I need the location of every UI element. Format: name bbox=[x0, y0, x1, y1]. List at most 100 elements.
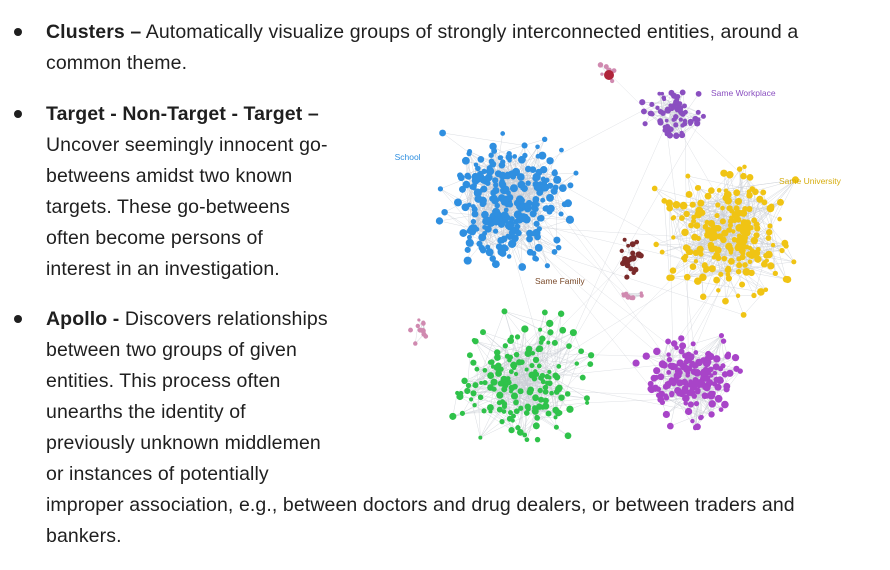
graph-edge bbox=[744, 179, 796, 224]
graph-node bbox=[624, 274, 630, 280]
graph-node bbox=[708, 187, 715, 194]
graph-edge bbox=[711, 373, 731, 415]
graph-node bbox=[472, 382, 479, 389]
graph-node bbox=[457, 174, 465, 182]
graph-node bbox=[545, 380, 550, 386]
graph-edge bbox=[444, 212, 470, 232]
graph-node bbox=[720, 236, 727, 244]
graph-node bbox=[493, 363, 501, 372]
apollo-line: or instances of potentially bbox=[46, 463, 269, 485]
graph-node bbox=[634, 239, 640, 245]
graph-node bbox=[682, 118, 688, 123]
graph-node bbox=[510, 361, 518, 369]
graph-node bbox=[585, 400, 590, 405]
graph-node bbox=[421, 320, 425, 324]
graph-node bbox=[776, 198, 784, 206]
graph-node bbox=[744, 227, 751, 234]
graph-node bbox=[673, 99, 680, 106]
graph-node bbox=[532, 422, 540, 430]
graph-node bbox=[474, 195, 483, 203]
graph-node bbox=[492, 177, 499, 184]
graph-node bbox=[629, 241, 636, 248]
graph-edge bbox=[558, 330, 563, 367]
graph-node bbox=[678, 117, 683, 122]
graph-node bbox=[735, 209, 743, 217]
graph-node bbox=[559, 326, 567, 334]
graph-node bbox=[688, 222, 695, 229]
graph-edge bbox=[503, 382, 535, 408]
graph-node bbox=[677, 388, 682, 393]
graph-edge bbox=[710, 335, 722, 370]
graph-node bbox=[547, 329, 554, 336]
graph-node bbox=[671, 117, 676, 122]
graph-node bbox=[502, 188, 508, 195]
graph-node bbox=[757, 288, 765, 296]
graph-node bbox=[657, 396, 665, 403]
graph-edges bbox=[415, 64, 796, 440]
graph-node bbox=[487, 372, 495, 380]
graph-edge bbox=[511, 218, 729, 270]
graph-node bbox=[507, 410, 514, 416]
graph-node bbox=[500, 131, 506, 136]
graph-edge bbox=[673, 217, 687, 248]
apollo-line: improper association, e.g., between doct… bbox=[46, 494, 795, 516]
graph-node bbox=[513, 399, 519, 406]
graph-node bbox=[683, 365, 690, 373]
graph-node bbox=[693, 222, 701, 229]
graph-node bbox=[540, 166, 548, 174]
graph-node bbox=[495, 243, 503, 251]
apollo-title: Apollo - bbox=[46, 308, 120, 330]
graph-node bbox=[408, 327, 413, 333]
graph-node bbox=[683, 358, 690, 365]
graph-node bbox=[478, 435, 483, 440]
graph-node bbox=[642, 121, 648, 127]
graph-node bbox=[597, 62, 604, 68]
graph-node bbox=[669, 363, 676, 370]
bullet-marker bbox=[14, 28, 22, 36]
graph-node bbox=[557, 310, 565, 317]
graph-node bbox=[745, 251, 752, 258]
graph-node bbox=[510, 418, 515, 423]
graph-edge bbox=[520, 116, 704, 433]
graph-node bbox=[538, 327, 543, 332]
graph-node bbox=[744, 219, 751, 226]
graph-node bbox=[530, 231, 536, 237]
graph-node bbox=[524, 437, 530, 443]
graph-edge bbox=[684, 232, 761, 293]
graph-node bbox=[657, 374, 663, 380]
graph-node bbox=[415, 323, 420, 329]
graph-node bbox=[437, 186, 444, 192]
graph-node bbox=[485, 244, 491, 250]
graph-node bbox=[695, 117, 701, 122]
graph-edge bbox=[480, 342, 556, 438]
graph-node bbox=[668, 274, 675, 281]
graph-node bbox=[642, 352, 650, 360]
graph-node bbox=[513, 408, 520, 415]
graph-node bbox=[733, 365, 740, 372]
graph-node bbox=[685, 191, 693, 198]
graph-node bbox=[475, 165, 481, 172]
graph-node bbox=[546, 193, 554, 202]
graph-edge bbox=[693, 335, 722, 345]
graph-node bbox=[657, 118, 664, 124]
graph-node bbox=[509, 184, 518, 193]
graph-node bbox=[740, 229, 746, 235]
graph-node bbox=[768, 203, 775, 210]
graph-node bbox=[553, 236, 561, 244]
graph-node bbox=[531, 200, 538, 208]
graph-node bbox=[546, 340, 551, 345]
graph-edge bbox=[669, 203, 674, 384]
graph-node bbox=[469, 184, 475, 190]
graph-node bbox=[497, 236, 505, 244]
graph-edge bbox=[662, 229, 748, 253]
graph-node bbox=[481, 168, 487, 175]
graph-edge bbox=[508, 225, 745, 241]
graph-node bbox=[532, 255, 538, 262]
graph-node bbox=[630, 250, 636, 256]
graph-node bbox=[679, 342, 687, 350]
graph-node bbox=[469, 397, 474, 402]
graph-node bbox=[695, 109, 701, 115]
graph-node bbox=[727, 218, 734, 225]
graph-edge bbox=[509, 160, 522, 201]
